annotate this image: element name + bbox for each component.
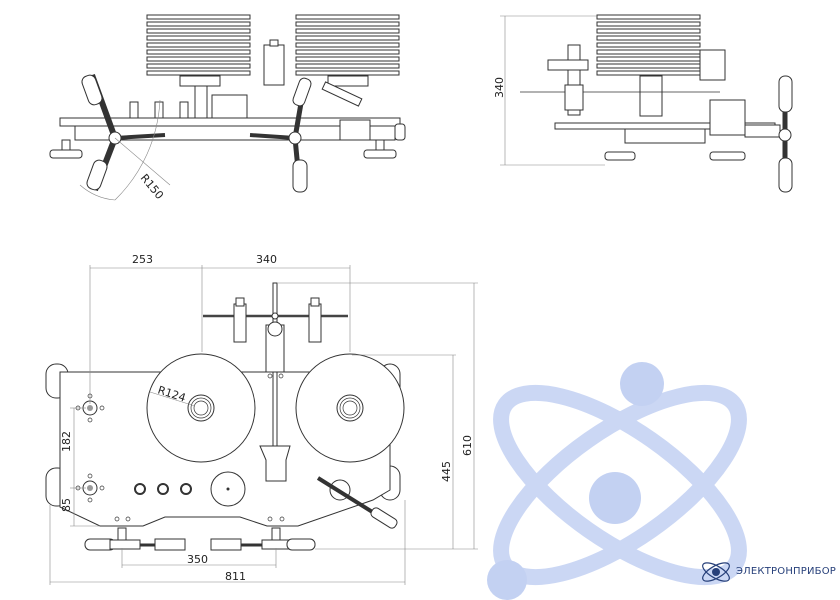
arm-lever bbox=[316, 476, 398, 529]
side-handwheel bbox=[778, 75, 793, 193]
side-height-label: 340 bbox=[493, 77, 506, 98]
foot-right bbox=[363, 139, 397, 159]
screws bbox=[114, 373, 285, 522]
front-view: R150 bbox=[49, 14, 406, 202]
brand-logo-icon bbox=[702, 562, 730, 582]
dim-182: 182 bbox=[60, 431, 73, 452]
dim-610: 610 bbox=[461, 435, 474, 456]
dimensions bbox=[49, 265, 478, 585]
dim-85: 85 bbox=[60, 498, 73, 512]
cup bbox=[259, 445, 291, 482]
watermark-atom-icon bbox=[487, 362, 747, 600]
knob-lower bbox=[75, 473, 105, 503]
reel-right bbox=[295, 353, 405, 463]
reel-left bbox=[146, 353, 256, 463]
handwheel-right bbox=[249, 77, 312, 193]
top-view: R124 bbox=[45, 253, 478, 585]
heatsink-side bbox=[596, 14, 726, 81]
brand-name: ЭЛЕКТРОНПРИБОР bbox=[736, 566, 837, 577]
dim-253: 253 bbox=[132, 253, 153, 266]
handwheel-left bbox=[81, 73, 166, 192]
front-handles bbox=[84, 527, 316, 551]
dim-811: 811 bbox=[225, 570, 246, 583]
dim-445: 445 bbox=[440, 461, 453, 482]
heatsink-left bbox=[146, 14, 251, 87]
foot-left bbox=[49, 139, 83, 159]
arc-r150 bbox=[114, 99, 161, 201]
heatsink-right bbox=[295, 14, 400, 87]
knob-upper bbox=[75, 393, 105, 423]
r150-label: R150 bbox=[138, 172, 166, 202]
nuts bbox=[134, 483, 192, 495]
dim-350: 350 bbox=[187, 553, 208, 566]
dim-340: 340 bbox=[256, 253, 277, 266]
side-view: 340 bbox=[493, 14, 793, 193]
